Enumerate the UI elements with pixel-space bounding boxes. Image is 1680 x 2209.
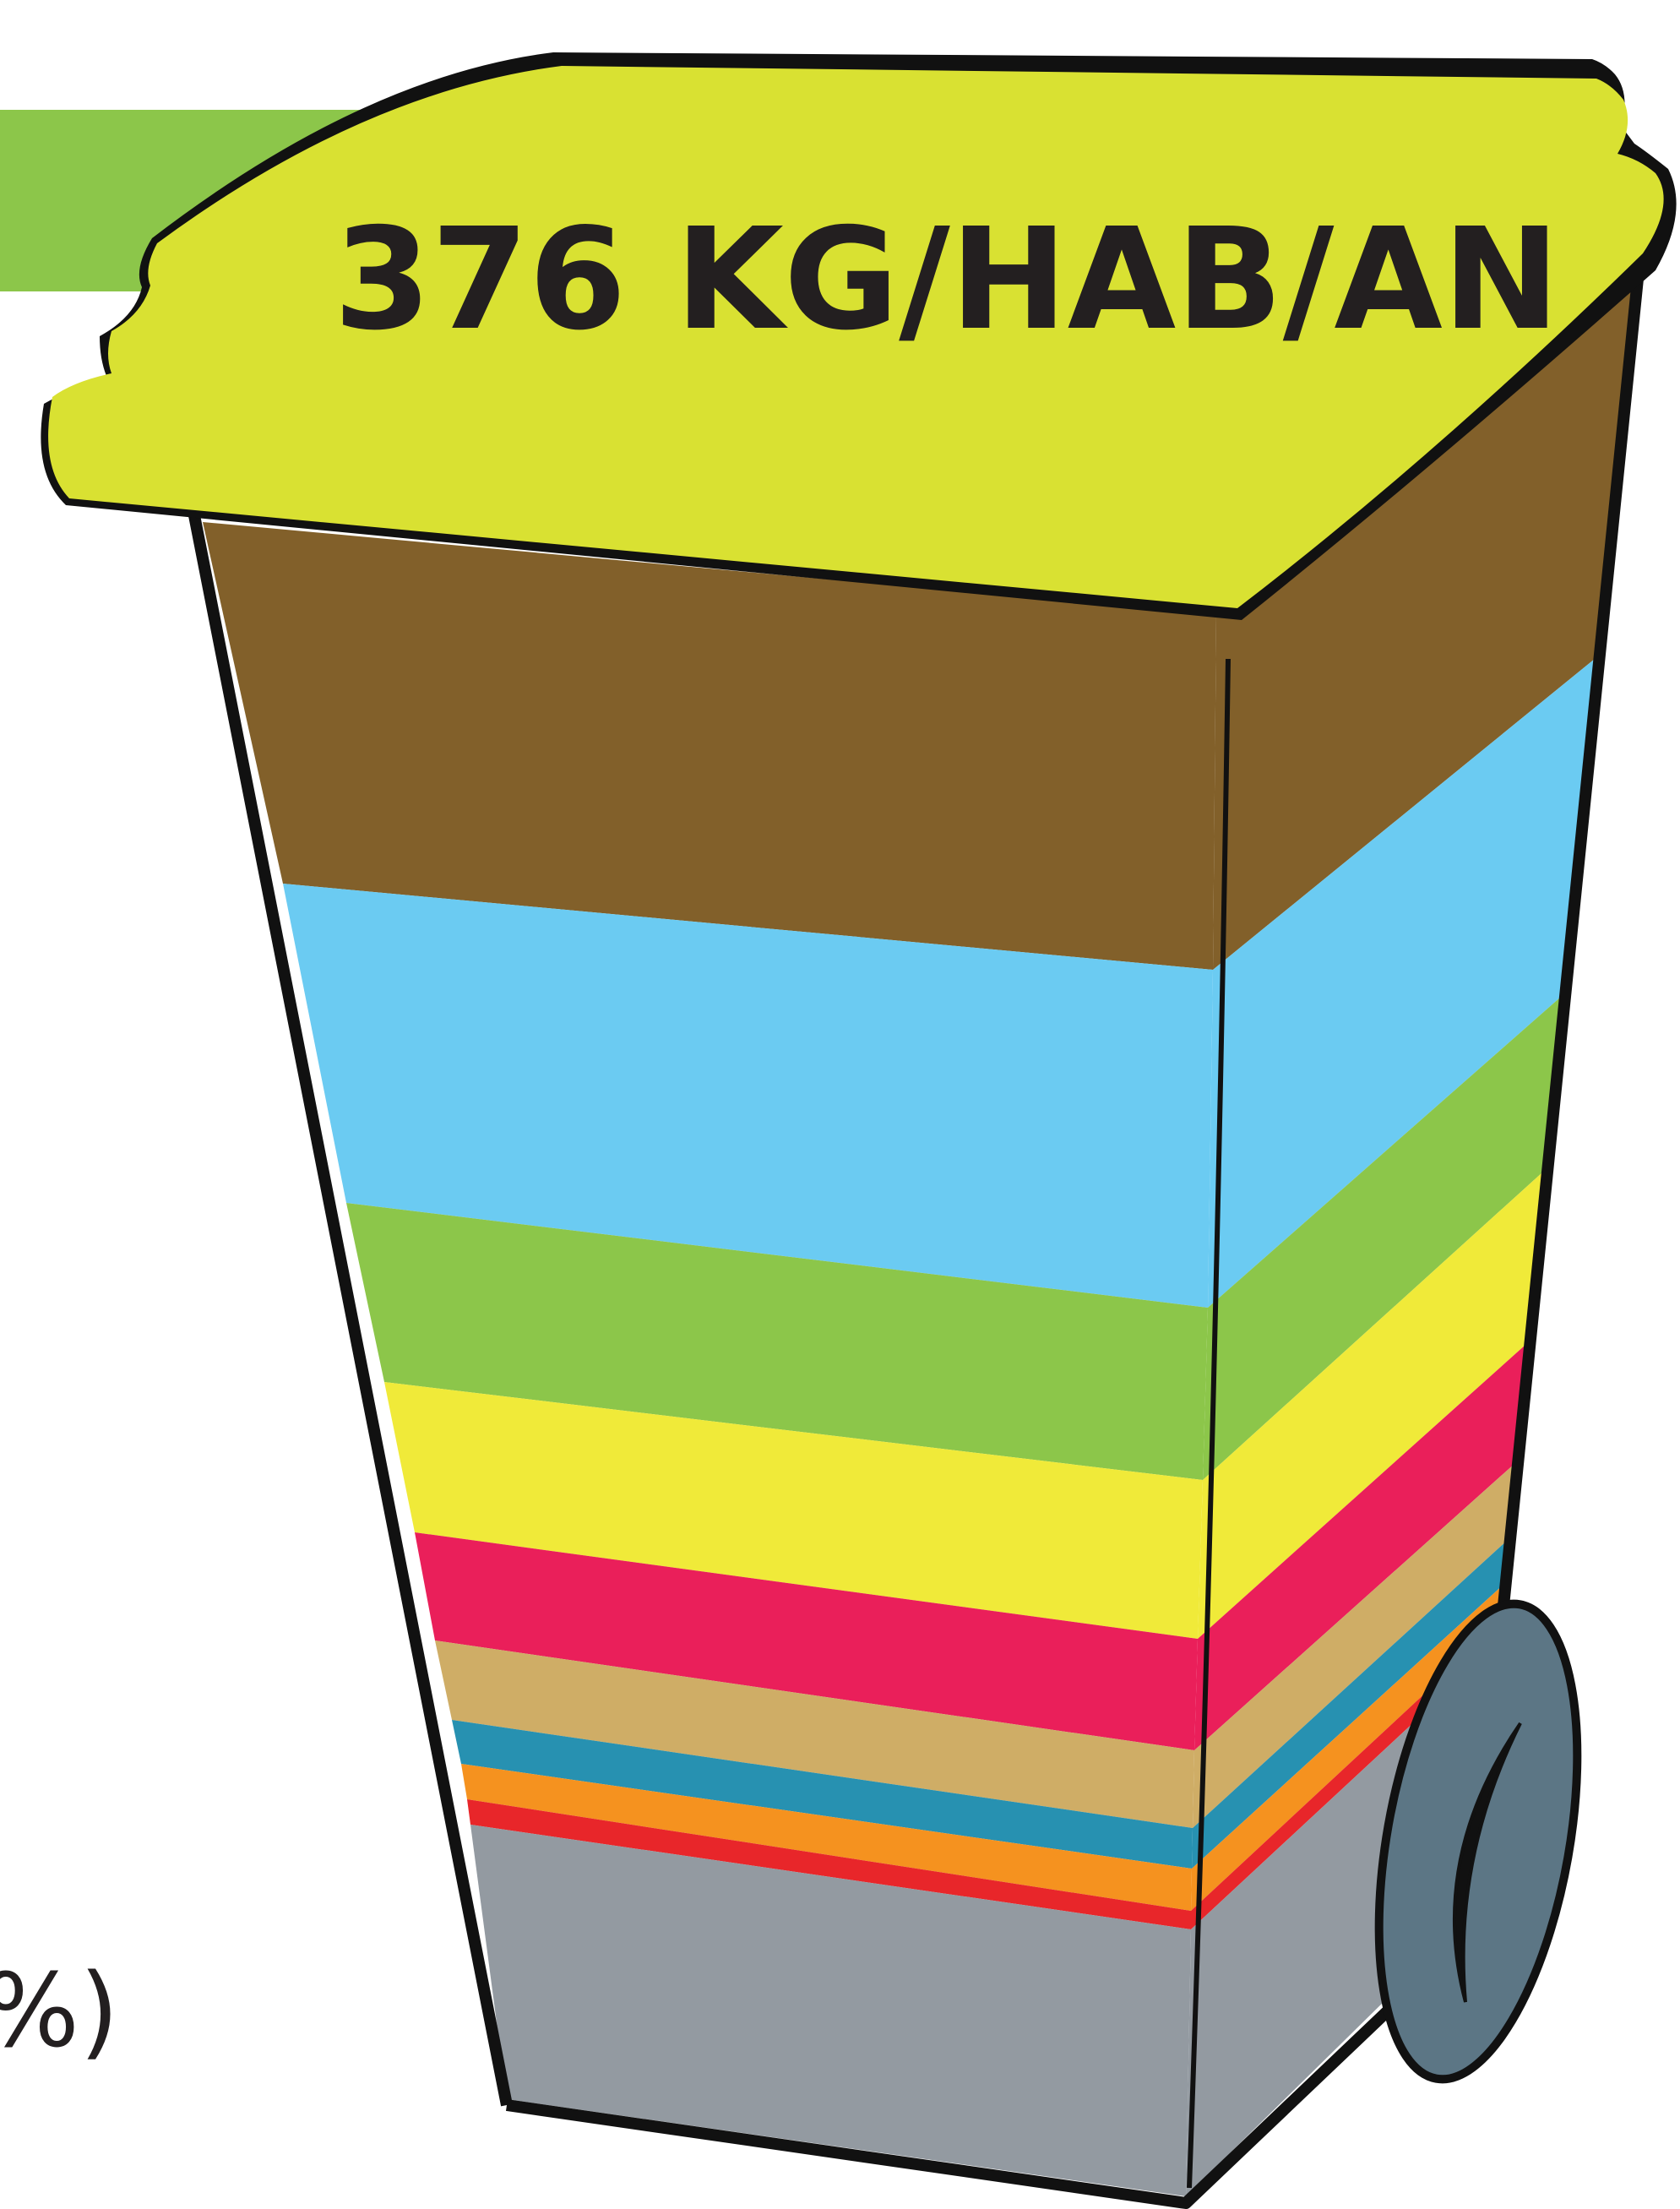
lid-label: 376 KG/HAB/AN: [334, 199, 1560, 362]
partial-percent-label: %): [0, 1953, 119, 2070]
